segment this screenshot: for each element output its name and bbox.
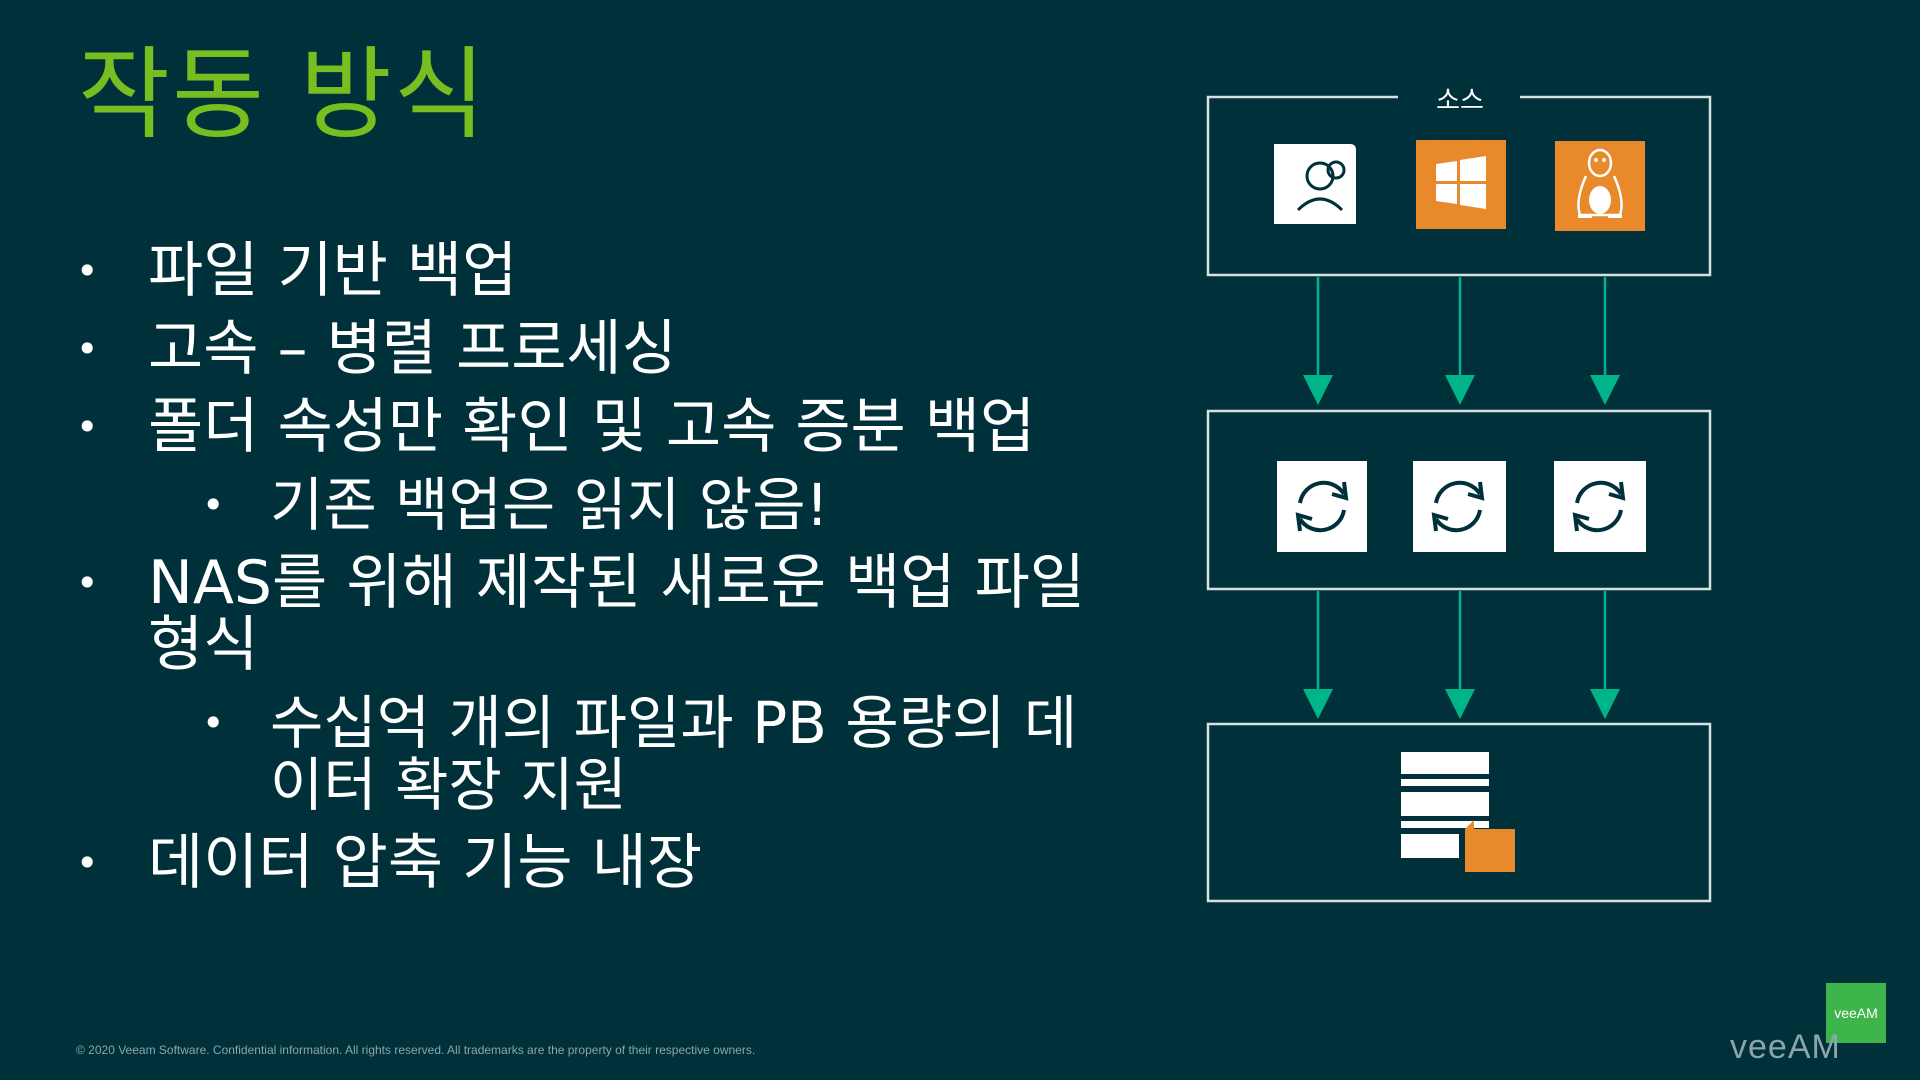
sync-icon (1277, 461, 1367, 552)
sub-bullet-item: •기존 백업은 읽지 않음! (202, 471, 829, 539)
proxy-box (1206, 409, 1712, 591)
bullet-text: 폴더 속성만 확인 및 고속 증분 백업 (148, 392, 1036, 462)
backup-repository-icon (1401, 752, 1515, 872)
bullet-text: 기존 백업은 읽지 않음! (270, 471, 829, 539)
sync-icon (1554, 461, 1646, 552)
bullet-item: •NAS를 위해 제작된 새로운 백업 파일 형식 (76, 548, 1085, 680)
veeam-badge-logo: veeAM (1826, 983, 1886, 1043)
source-label: 소스 (1400, 80, 1520, 117)
sync-icon (1413, 461, 1506, 552)
bullet-text: 수십억 개의 파일과 PB 용량의 데이터 확장 지원 (270, 689, 1078, 819)
bullet-item: •데이터 압축 기능 내장 (76, 828, 703, 898)
slide-title: 작동 방식 (78, 36, 488, 153)
copyright-footer: © 2020 Veeam Software. Confidential info… (76, 1043, 756, 1057)
bullet-text: 고속 – 병렬 프로세싱 (148, 314, 677, 384)
bullet-list: •파일 기반 백업 •고속 – 병렬 프로세싱 •폴더 속성만 확인 및 고속 … (70, 240, 1130, 910)
windows-icon (1416, 140, 1506, 229)
bullet-item: •파일 기반 백업 (76, 236, 518, 306)
linux-tux-icon (1555, 141, 1645, 231)
repository-box (1206, 722, 1712, 903)
veeam-wordmark-logo: veeAM (1730, 1028, 1841, 1066)
file-share-users-icon (1274, 144, 1356, 224)
bullet-text: NAS를 위해 제작된 새로운 백업 파일 형식 (148, 548, 1085, 680)
sub-bullet-item: •수십억 개의 파일과 PB 용량의 데이터 확장 지원 (202, 689, 1078, 819)
bullet-item: •폴더 속성만 확인 및 고속 증분 백업 (76, 392, 1036, 462)
bullet-text: 데이터 압축 기능 내장 (148, 828, 703, 898)
bullet-text: 파일 기반 백업 (148, 236, 518, 306)
bullet-item: •고속 – 병렬 프로세싱 (76, 314, 677, 384)
